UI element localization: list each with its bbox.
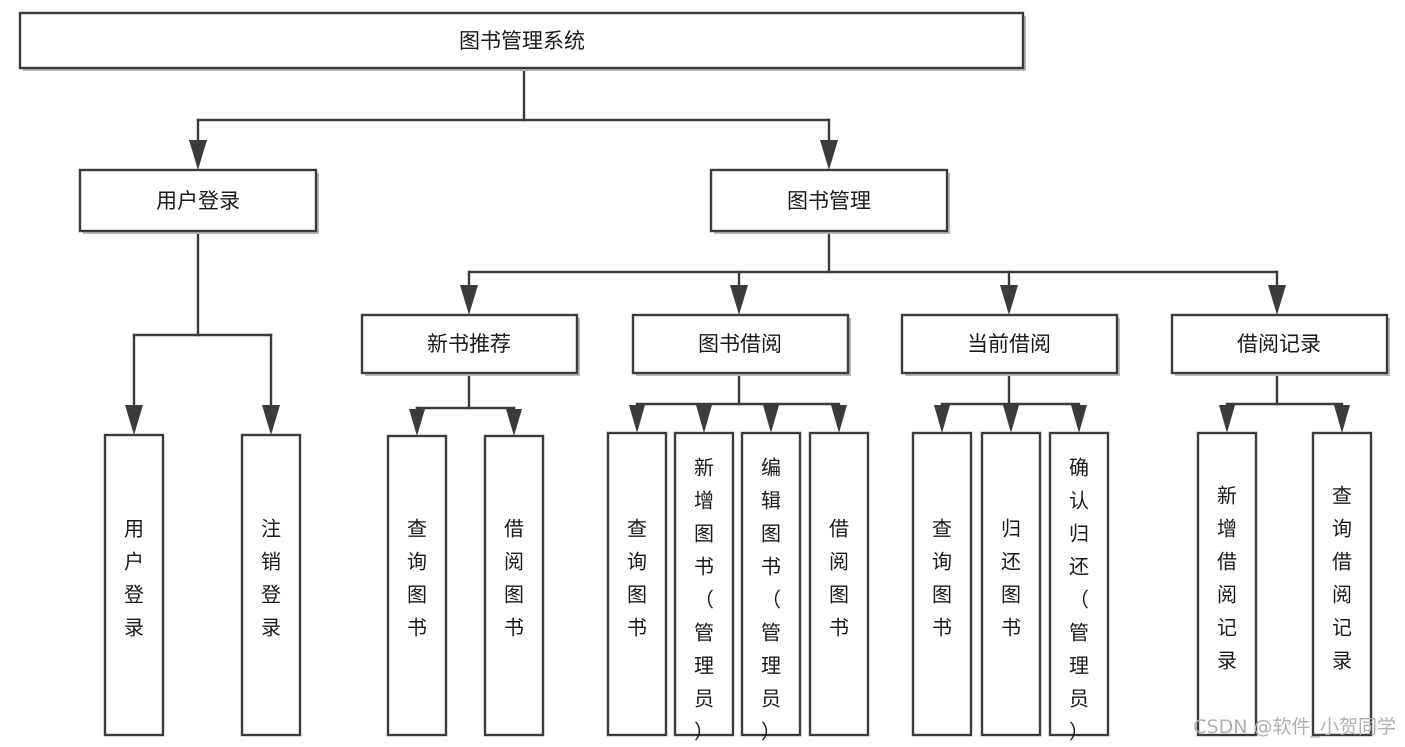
leaf-borrowrecord-add[interactable]: 新增借阅记录 xyxy=(1196,431,1258,737)
leaf-bookborrow-borrow-label: 借阅图书 xyxy=(829,517,849,640)
leaf-newbook-borrow-label: 借阅图书 xyxy=(504,517,524,640)
node-book-management[interactable]: 图书管理 xyxy=(709,168,950,234)
leaf-currentborrow-confirm-label: 确认归还（管理员） xyxy=(1069,456,1089,744)
node-borrow-record-box[interactable] xyxy=(1170,313,1389,375)
node-book-management-label: 图书管理 xyxy=(787,189,871,213)
leaf-borrowrecord-query[interactable]: 查询借阅记录 xyxy=(1311,431,1373,737)
leaf-bookborrow-add-box[interactable] xyxy=(673,431,735,737)
arrow-currentborrow-leaf-1 xyxy=(934,405,950,433)
leaf-newbook-query-label: 查询图书 xyxy=(407,517,427,640)
node-current-borrow[interactable]: 当前借阅 xyxy=(900,313,1120,376)
arrow-to-bookborrow xyxy=(730,285,748,315)
node-new-book-recommend-box[interactable] xyxy=(360,313,579,375)
leaf-newbook-borrow-box[interactable] xyxy=(483,434,545,737)
leaf-bookborrow-borrow[interactable]: 借阅图书 xyxy=(808,431,870,737)
arrow-currentborrow-leaf-2 xyxy=(1003,405,1019,433)
node-root-box[interactable] xyxy=(18,11,1025,70)
leaf-bookborrow-edit-label: 编辑图书（管理员） xyxy=(761,456,781,744)
leaf-currentborrow-return-label: 归还图书 xyxy=(1001,517,1021,640)
leaf-user-login-login-label: 用户登录 xyxy=(124,517,144,640)
arrow-bookborrow-leaf-2 xyxy=(696,405,712,433)
node-user-login-label: 用户登录 xyxy=(156,189,240,213)
node-book-borrow-label: 图书借阅 xyxy=(698,332,782,356)
leaf-currentborrow-query-label: 查询图书 xyxy=(932,517,952,640)
arrow-to-leaf-user-login xyxy=(125,405,143,435)
leaf-borrowrecord-add-label: 新增借阅记录 xyxy=(1217,484,1237,673)
arrow-borrowrecord-leaf-1 xyxy=(1219,405,1235,433)
arrow-bookborrow-leaf-3 xyxy=(763,405,779,433)
node-current-borrow-label: 当前借阅 xyxy=(967,332,1051,356)
leaf-bookborrow-query-box[interactable] xyxy=(606,431,668,737)
leaf-bookborrow-add-label: 新增图书（管理员） xyxy=(694,456,714,744)
arrow-bookborrow-leaf-1 xyxy=(629,405,645,433)
leaf-bookborrow-query-label: 查询图书 xyxy=(627,517,647,640)
leaf-bookborrow-borrow-box[interactable] xyxy=(808,431,870,737)
connectors-layer xyxy=(125,66,1350,436)
leaf-currentborrow-query[interactable]: 查询图书 xyxy=(911,431,973,737)
leaf-bookborrow-add[interactable]: 新增图书（管理员） xyxy=(673,431,735,744)
leaf-newbook-query-box[interactable] xyxy=(386,434,448,737)
leaf-currentborrow-return-box[interactable] xyxy=(980,431,1042,737)
arrow-to-user-login xyxy=(189,140,207,170)
leaf-bookborrow-edit-box[interactable] xyxy=(740,431,802,737)
node-book-borrow[interactable]: 图书借阅 xyxy=(631,313,851,376)
arrow-borrowrecord-leaf-2 xyxy=(1334,405,1350,433)
leaf-borrowrecord-query-label: 查询借阅记录 xyxy=(1332,484,1352,673)
leaf-currentborrow-confirm-box[interactable] xyxy=(1048,431,1110,737)
leaf-user-login-login-box[interactable] xyxy=(103,433,165,737)
leaf-currentborrow-return[interactable]: 归还图书 xyxy=(980,431,1042,737)
leaf-borrowrecord-query-box[interactable] xyxy=(1311,431,1373,737)
node-book-management-box[interactable] xyxy=(709,168,949,233)
leaf-currentborrow-confirm[interactable]: 确认归还（管理员） xyxy=(1048,431,1110,744)
arrow-to-book-mgmt xyxy=(820,140,838,170)
arrow-currentborrow-leaf-3 xyxy=(1071,405,1087,433)
arrow-bookborrow-leaf-4 xyxy=(831,405,847,433)
leaf-currentborrow-query-box[interactable] xyxy=(911,431,973,737)
leaf-newbook-query[interactable]: 查询图书 xyxy=(386,434,448,737)
arrow-newbook-leaf-2 xyxy=(506,409,522,436)
leaf-bookborrow-query[interactable]: 查询图书 xyxy=(606,431,668,737)
leaf-user-login-logout-label: 注销登录 xyxy=(261,517,281,640)
node-book-borrow-box[interactable] xyxy=(631,313,850,375)
node-user-login-box[interactable] xyxy=(78,168,318,233)
node-current-borrow-box[interactable] xyxy=(900,313,1119,375)
watermark-text: CSDN @软件_小贺同学 xyxy=(1193,716,1396,738)
arrow-to-newbook xyxy=(460,285,478,315)
node-borrow-record[interactable]: 借阅记录 xyxy=(1170,313,1390,376)
arrow-to-borrowrecord xyxy=(1268,285,1286,315)
node-new-book-recommend-label: 新书推荐 xyxy=(427,332,511,356)
leaf-user-login-login[interactable]: 用户登录 xyxy=(103,433,165,737)
leaf-borrowrecord-add-box[interactable] xyxy=(1196,431,1258,737)
node-root[interactable]: 图书管理系统 xyxy=(18,11,1026,71)
node-borrow-record-label: 借阅记录 xyxy=(1237,332,1321,356)
arrow-to-currentborrow xyxy=(1000,285,1018,315)
leaf-user-login-logout-box[interactable] xyxy=(240,433,302,737)
leaf-bookborrow-edit[interactable]: 编辑图书（管理员） xyxy=(740,431,802,744)
node-new-book-recommend[interactable]: 新书推荐 xyxy=(360,313,580,376)
leaf-user-login-logout[interactable]: 注销登录 xyxy=(240,433,302,737)
node-root-label: 图书管理系统 xyxy=(459,29,585,53)
arrow-to-leaf-logout xyxy=(262,405,280,435)
leaf-newbook-borrow[interactable]: 借阅图书 xyxy=(483,434,545,737)
node-user-login[interactable]: 用户登录 xyxy=(78,168,319,234)
arrow-newbook-leaf-1 xyxy=(409,409,425,436)
